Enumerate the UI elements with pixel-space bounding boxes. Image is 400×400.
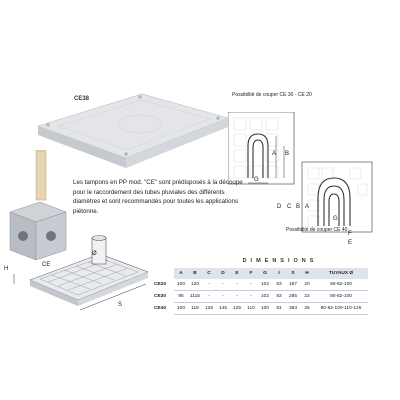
lid-product-image — [37, 93, 229, 168]
header-cell: C — [202, 268, 216, 279]
dimensions-table: A B C D E F G I S H TUYAUX Ø CE20 100 12… — [152, 268, 368, 315]
table-cell: 118 — [188, 302, 202, 315]
header-cell: F — [244, 268, 258, 279]
header-cell: TUYAUX Ø — [314, 268, 368, 279]
assembly-letter-ce: CE — [42, 262, 51, 268]
assembly-letter-s: S — [118, 302, 123, 308]
table-cell: 80-82-100 — [314, 290, 368, 303]
dim-letter-c-bottom: C — [287, 204, 292, 210]
description-text: Les tampons en PP mod. "CE" sont prédisp… — [73, 179, 243, 215]
table-cell: 20 — [300, 279, 314, 291]
table-cell: 110 — [244, 302, 258, 315]
header-cell: B — [188, 268, 202, 279]
table-cell: 22 — [300, 290, 314, 303]
table-cell: - — [244, 290, 258, 303]
table-cell: 120 — [188, 279, 202, 291]
header-cell: G — [258, 268, 272, 279]
dim-letter-b-top: B — [285, 151, 290, 157]
assembly-letter-h: H — [4, 266, 9, 272]
cut-diagram-bottom — [301, 161, 373, 233]
dim-letter-b-bottom: B — [296, 204, 301, 210]
header-cell: H — [300, 268, 314, 279]
dimensions-title: DIMENSIONS — [242, 258, 318, 264]
table-header-row: A B C D E F G I S H TUYAUX Ø — [152, 268, 368, 279]
dim-letter-a-bottom: A — [305, 204, 310, 210]
table-cell: - — [202, 279, 216, 291]
table-row: CE40 100 118 128 145 125 110 100 81 383 … — [152, 302, 368, 315]
table-cell: - — [202, 290, 216, 303]
table-cell: 1115 — [188, 290, 202, 303]
table-cell: - — [216, 279, 230, 291]
model-cell: CE20 — [152, 279, 174, 291]
table-cell: 128 — [202, 302, 216, 315]
product-description: Les tampons en PP mod. "CE" sont prédisp… — [73, 178, 243, 216]
table-cell: 83 — [272, 279, 286, 291]
header-cell: E — [230, 268, 244, 279]
header-cell: S — [286, 268, 300, 279]
cut-note-top: Possibilité de couper CE 30 - CE 20 — [232, 92, 312, 98]
table-cell: 102 — [258, 279, 272, 291]
table-cell: - — [230, 279, 244, 291]
header-cell: I — [272, 268, 286, 279]
table-cell: - — [244, 279, 258, 291]
dim-letter-g-top: G — [254, 177, 259, 183]
table-cell: 187 — [286, 279, 300, 291]
header-corner — [152, 268, 174, 279]
table-cell: 25 — [300, 302, 314, 315]
dim-letter-g-bottom: G — [333, 216, 338, 222]
table-row: CE20 100 120 - - - - 102 83 187 20 80-82… — [152, 279, 368, 291]
table-cell: 80-82-100 — [314, 279, 368, 291]
table-cell: 285 — [286, 290, 300, 303]
table-cell: 145 — [216, 302, 230, 315]
table-cell: 83 — [272, 290, 286, 303]
cut-note-bottom: Possibilité de couper CE 40 — [286, 227, 348, 233]
table-cell: 95 — [174, 290, 188, 303]
model-cell: CE40 — [152, 302, 174, 315]
table-cell: 100 — [258, 302, 272, 315]
assembly-letter-diameter: Ø — [92, 251, 97, 257]
table-cell: 81 — [272, 302, 286, 315]
table-cell: 383 — [286, 302, 300, 315]
dim-letter-d-bottom: D — [277, 204, 282, 210]
cut-diagram-top — [228, 112, 295, 185]
dim-letter-a-top: A — [272, 151, 277, 157]
model-cell: CE30 — [152, 290, 174, 303]
table-row: CE30 95 1115 - - - - 102 83 285 22 80-82… — [152, 290, 368, 303]
table-cell: 100 — [174, 279, 188, 291]
header-cell: A — [174, 268, 188, 279]
table-cell: 100 — [174, 302, 188, 315]
table-cell: 80-82-100-110-125 — [314, 302, 368, 315]
dim-letter-f-bottom: F — [348, 231, 352, 237]
lid-model-label: CE38 — [74, 96, 90, 102]
table-cell: - — [230, 290, 244, 303]
header-cell: D — [216, 268, 230, 279]
table-cell: 102 — [258, 290, 272, 303]
table-cell: - — [216, 290, 230, 303]
dim-letter-e-bottom: E — [348, 240, 353, 246]
table-cell: 125 — [230, 302, 244, 315]
dimensions-panel: DIMENSIONS A B C D E F G I S H TUYAUX Ø — [152, 258, 374, 328]
assembly-illustration — [9, 150, 149, 311]
